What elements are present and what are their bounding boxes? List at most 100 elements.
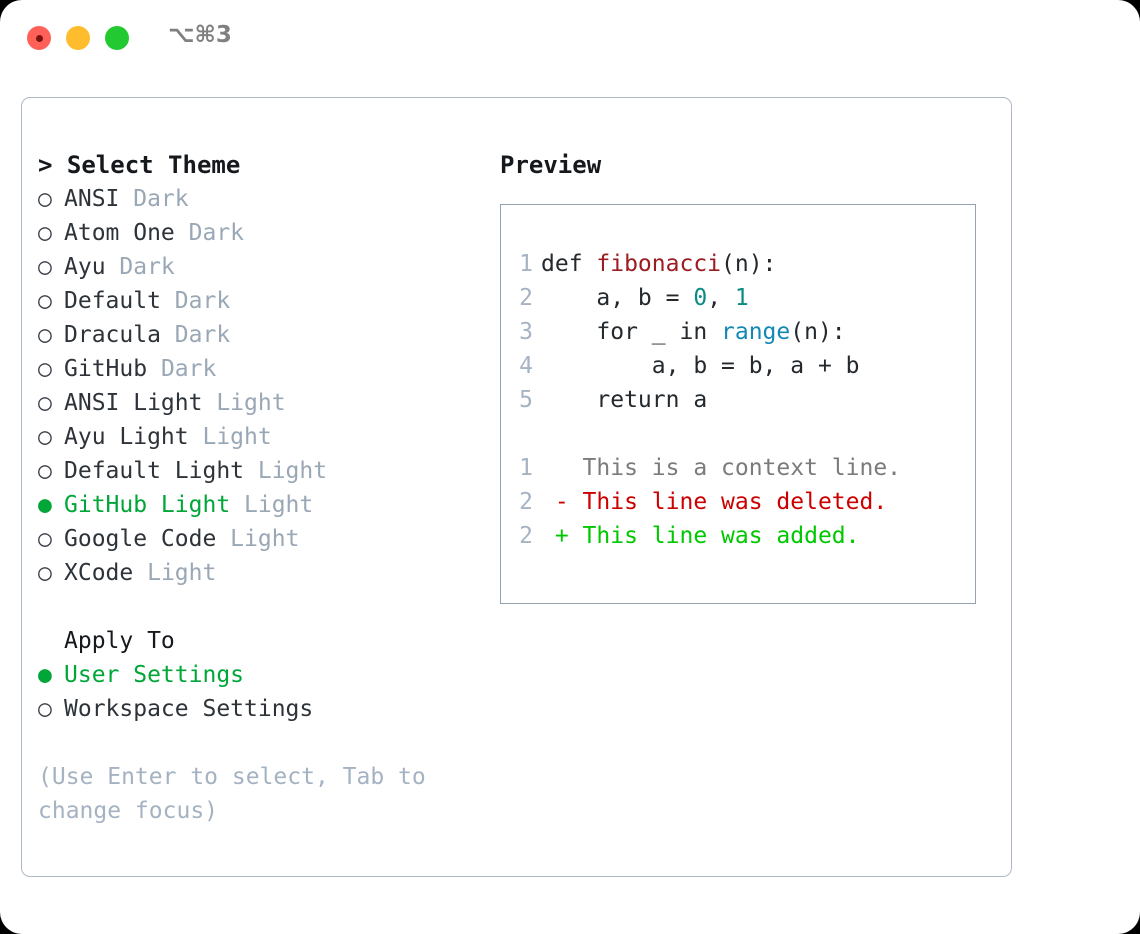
theme-variant-label: Dark: [119, 186, 189, 212]
code-token: def: [541, 251, 597, 277]
diff-line-text: This is a context line.: [541, 455, 902, 481]
diff-line: 1 This is a context line.: [507, 451, 971, 485]
theme-list-item[interactable]: ○Ayu Light Light: [38, 420, 478, 454]
theme-name-label: ANSI: [64, 186, 120, 212]
theme-list-item[interactable]: ○Default Light Light: [38, 454, 478, 488]
code-token: ,: [707, 285, 735, 311]
theme-list-item[interactable]: ○ GitHub Dark: [38, 352, 478, 386]
apply-to-option[interactable]: ●User Settings: [38, 658, 478, 692]
code-token: return a: [541, 387, 708, 413]
radio-unselected-icon: ○: [38, 356, 52, 382]
theme-list-item[interactable]: ○Atom One Dark: [38, 216, 478, 250]
keyboard-hint: (Use Enter to select, Tab to change focu…: [38, 764, 426, 824]
traffic-lights: [27, 26, 129, 50]
close-dot-icon: [35, 34, 43, 42]
theme-variant-label: Light: [230, 492, 314, 518]
theme-list-item[interactable]: ○Google Code Light: [38, 522, 478, 556]
theme-name-label: Dracula: [64, 322, 161, 348]
theme-variant-label: Light: [133, 560, 217, 586]
theme-name-label: GitHub: [64, 356, 148, 382]
theme-list-item[interactable]: ○ XCode Light: [38, 556, 478, 590]
code-token: a, b =: [541, 285, 694, 311]
code-token: a, b = b, a + b: [541, 353, 860, 379]
code-line: 3 for _ in range(n):: [507, 315, 971, 349]
theme-name-label: Ayu: [64, 254, 106, 280]
line-number: 4: [519, 353, 533, 379]
line-number: 5: [519, 387, 533, 413]
minimize-window-icon[interactable]: [66, 26, 90, 50]
preview-title: Preview: [500, 151, 602, 179]
radio-unselected-icon: ○: [38, 322, 52, 348]
theme-variant-label: Light: [244, 458, 328, 484]
line-number: 2: [519, 523, 533, 549]
diff-line-text: - This line was deleted.: [541, 489, 888, 515]
line-number: 1: [519, 251, 533, 277]
diff-line: 2 + This line was added.: [507, 519, 971, 553]
close-window-icon[interactable]: [27, 26, 51, 50]
code-token: (n):: [790, 319, 846, 345]
code-token: (n):: [721, 251, 777, 277]
maximize-window-icon[interactable]: [105, 26, 129, 50]
theme-variant-label: Light: [188, 424, 272, 450]
apply-to-option-label: Workspace Settings: [64, 696, 314, 722]
theme-name-label: GitHub Light: [64, 492, 231, 518]
line-number: 2: [519, 285, 533, 311]
radio-unselected-icon: ○: [38, 560, 52, 586]
theme-list-item[interactable]: ○ ANSI Dark: [38, 182, 478, 216]
apply-to-option[interactable]: ○ Workspace Settings: [38, 692, 478, 726]
theme-variant-label: Dark: [147, 356, 217, 382]
radio-unselected-icon: ○: [38, 254, 52, 280]
apply-to-label: Apply To: [64, 628, 175, 654]
theme-variant-label: Dark: [160, 288, 231, 314]
select-theme-header: > Select Theme: [38, 148, 478, 182]
radio-unselected-icon: ○: [38, 186, 52, 212]
apply-to-options[interactable]: ●User Settings ○ Workspace Settings: [38, 658, 478, 726]
code-line: 4 a, b = b, a + b: [507, 349, 971, 383]
theme-list[interactable]: ○ANSI Dark○Atom One Dark○Ayu Dark○Defaul…: [38, 182, 478, 590]
diff-line-text: + This line was added.: [541, 523, 860, 549]
code-token: 0: [693, 285, 708, 311]
line-number: 3: [519, 319, 533, 345]
theme-variant-label: Light: [216, 526, 300, 552]
code-token: for _ in: [541, 319, 722, 345]
theme-name-label: Ayu Light: [64, 424, 189, 450]
apply-to-option-label: User Settings: [64, 662, 245, 688]
code-line: 2 a, b = 0, 1: [507, 281, 971, 315]
theme-list-item[interactable]: ○ ANSI Light Light: [38, 386, 478, 420]
line-number: 2: [519, 489, 533, 515]
theme-name-label: XCode: [64, 560, 134, 586]
code-line: 1 def fibonacci(n):: [507, 247, 971, 281]
radio-unselected-icon: ○: [38, 288, 52, 314]
theme-list-item[interactable]: ○ Dracula Dark: [38, 318, 478, 352]
theme-variant-label: Light: [202, 390, 286, 416]
theme-list-item[interactable]: ● GitHub Light Light: [38, 488, 478, 522]
code-token: 1: [734, 285, 749, 311]
select-theme-label: Select Theme: [66, 151, 241, 179]
theme-variant-label: Dark: [174, 220, 245, 246]
keyboard-shortcut-label: ⌥⌘3: [168, 22, 232, 48]
radio-unselected-icon: ○: [38, 458, 52, 484]
apply-to-section: Apply To ●User Settings ○ Workspace Settin…: [38, 624, 478, 726]
radio-unselected-icon: ○: [38, 390, 52, 416]
theme-variant-label: Dark: [160, 322, 231, 348]
main-panel: > Select Theme ○ANSI Dark○Atom One Dark○…: [21, 97, 1012, 877]
theme-name-label: Default: [64, 288, 161, 314]
prompt-icon: >: [38, 151, 53, 179]
theme-name-label: ANSI Light: [64, 390, 203, 416]
radio-unselected-icon: ○: [38, 696, 52, 722]
radio-unselected-icon: ○: [38, 526, 52, 552]
code-token: fibonacci: [596, 251, 722, 277]
theme-list-item[interactable]: ○ Ayu Dark: [38, 250, 478, 284]
theme-picker-column: > Select Theme ○ANSI Dark○Atom One Dark○…: [38, 148, 478, 828]
title-bar: ⌥⌘3: [0, 0, 1140, 78]
theme-variant-label: Dark: [105, 254, 175, 280]
code-token: range: [721, 319, 791, 345]
theme-list-item[interactable]: ○ Default Dark: [38, 284, 478, 318]
theme-name-label: Atom One: [64, 220, 175, 246]
radio-selected-icon: ●: [38, 492, 52, 518]
